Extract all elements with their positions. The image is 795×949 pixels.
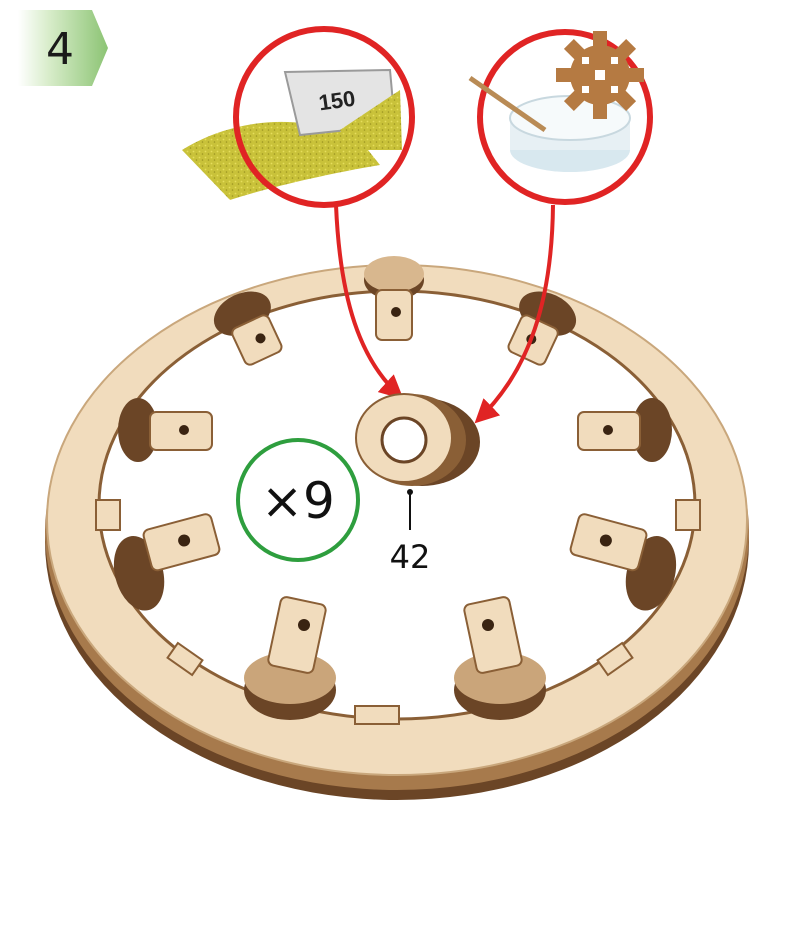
wax-tool bbox=[470, 31, 650, 202]
wax-block-icon bbox=[510, 96, 630, 172]
sandpaper-grit-label: 150 bbox=[317, 86, 357, 116]
gear-icon bbox=[556, 31, 644, 119]
part-number: 42 bbox=[390, 538, 431, 576]
step-number: 4 bbox=[46, 24, 74, 75]
quantity-badge: ×9 bbox=[238, 440, 358, 560]
quantity-label: ×9 bbox=[261, 472, 335, 530]
step-badge: 4 bbox=[18, 10, 108, 86]
sandpaper-tool: 150 bbox=[182, 29, 412, 205]
